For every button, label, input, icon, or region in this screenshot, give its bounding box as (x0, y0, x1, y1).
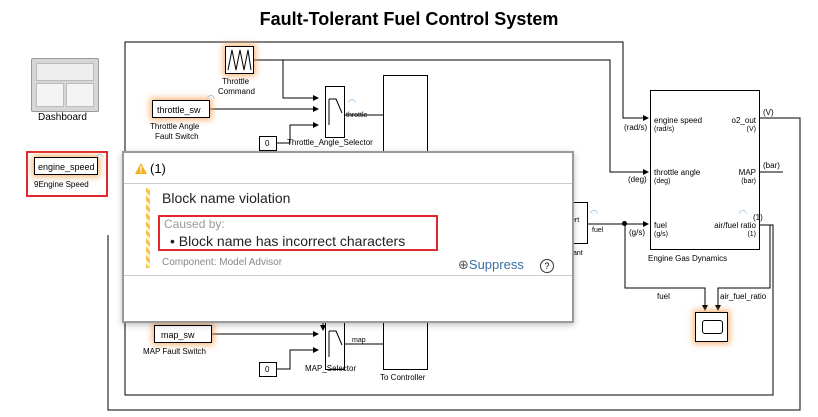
to-controller-label: To Controller (380, 373, 426, 382)
in-port-fuel-unit: (g/s) (654, 231, 668, 238)
controller-name-text: ant (573, 250, 583, 257)
map-sw-label: MAP Fault Switch (143, 347, 206, 356)
out-port-afr: air/fuel ratio (714, 221, 756, 230)
engine-speed-label: 9Engine Speed (34, 180, 89, 189)
suppress-link[interactable]: ⊕Suppress (458, 257, 524, 273)
warning-stripe (146, 188, 150, 268)
popup-footer (124, 275, 572, 324)
cause-item: • Block name has incorrect characters (170, 233, 405, 249)
engine-speed-block[interactable]: engine_speed (34, 157, 98, 175)
out-port-map-unit: (bar) (741, 178, 756, 185)
map-constant-value: 0 (265, 365, 270, 374)
switch-icon (328, 98, 343, 125)
signal-builder-icon (227, 49, 252, 71)
in-port-throttle-unit: (deg) (654, 178, 671, 185)
ext-unit-deg: (deg) (628, 175, 647, 184)
engine-speed-name: engine_speed (38, 162, 95, 172)
map-wire-label: map (352, 337, 366, 344)
suppress-text: Suppress (468, 257, 524, 272)
help-icon[interactable]: ? (540, 259, 554, 273)
violation-heading: Block name violation (162, 190, 291, 206)
signal-log-icon-5: ◠ (739, 208, 747, 218)
controller-port-text: ert (571, 217, 580, 224)
dashboard-block[interactable] (31, 58, 99, 112)
throttle-sw-block[interactable]: throttle_sw (152, 100, 210, 118)
scope-block[interactable] (695, 312, 728, 342)
out-port-map: MAP (738, 168, 756, 177)
dashboard-label: Dashboard (38, 112, 87, 123)
in-port-engine-speed: engine speed (654, 116, 703, 125)
map-selector-switch[interactable] (325, 318, 345, 370)
switch-panel-icon (66, 83, 94, 107)
throttle-sw-label-2: Fault Switch (155, 132, 199, 141)
popup-header: (1) (124, 153, 572, 184)
ext-unit-rad: (rad/s) (624, 123, 648, 132)
warning-icon[interactable] (135, 163, 147, 174)
throttle-command-label-2: Command (218, 87, 255, 96)
throttle-command-block[interactable] (225, 46, 254, 74)
throttle-selector-name: Throttle_Angle_Selector (287, 138, 373, 147)
throttle-constant-value: 0 (265, 139, 270, 148)
ext-unit-bar: (bar) (763, 161, 780, 170)
violation-highlight-box (26, 151, 108, 197)
engine-gas-dynamics-block[interactable]: engine speed (rad/s) throttle angle (deg… (650, 90, 760, 250)
signal-log-icon-3: ◠ (96, 152, 104, 162)
diagnostic-popup: (1) Block name violation Caused by: • Bl… (122, 151, 574, 323)
out-port-o2-unit: (V) (746, 126, 756, 133)
throttle-sw-name: throttle_sw (157, 105, 201, 115)
map-sw-block[interactable]: map_sw (154, 325, 212, 343)
bullet: • (170, 233, 179, 249)
in-port-fuel: fuel (654, 221, 667, 230)
gauge-icon (36, 83, 64, 107)
throttle-wire-label: throttle (346, 112, 368, 119)
component-label: Component: Model Advisor (162, 257, 283, 268)
out-port-afr-unit: (1) (747, 231, 756, 238)
branch-point (622, 221, 627, 226)
fuel-wire-label: fuel (592, 227, 604, 234)
cause-text: Block name has incorrect characters (178, 233, 406, 249)
scope-fuel-label: fuel (657, 292, 670, 301)
map-selector-name: MAP_Selector (305, 364, 357, 373)
in-port-engine-speed-unit: (rad/s) (654, 126, 675, 133)
throttle-selector-switch[interactable] (325, 86, 345, 138)
suppress-icon: ⊕ (458, 257, 469, 272)
map-sw-name: map_sw (161, 330, 195, 340)
out-port-o2: o2_out (731, 116, 756, 125)
warning-count: (1) (150, 161, 166, 176)
throttle-command-label-1: Throttle (222, 77, 250, 86)
scope-afr-label: air_fuel_ratio (720, 292, 767, 301)
in-port-throttle: throttle angle (654, 168, 701, 177)
signal-log-icon-4: ◠ (590, 208, 598, 218)
caused-by-label: Caused by: (164, 217, 225, 231)
signal-log-icon: ◠ (207, 93, 215, 103)
throttle-sw-label-1: Throttle Angle (150, 122, 200, 131)
switch-icon-2 (328, 330, 343, 357)
ext-unit-v: (V) (763, 108, 774, 117)
signal-log-icon-6: ◠ (348, 318, 356, 328)
throttle-constant-block[interactable]: 0 (259, 136, 277, 151)
map-constant-block[interactable]: 0 (259, 362, 277, 377)
engine-gas-dynamics-label: Engine Gas Dynamics (648, 254, 728, 263)
signal-log-icon-2: ◠ (348, 97, 356, 107)
diagram-title: Fault-Tolerant Fuel Control System (259, 9, 559, 29)
cause-highlight-box (158, 215, 438, 251)
scope-icon (702, 320, 723, 334)
ext-unit-one: (1) (753, 213, 763, 222)
gauge-row-icon (36, 63, 94, 81)
ext-unit-gs: (g/s) (629, 228, 645, 237)
